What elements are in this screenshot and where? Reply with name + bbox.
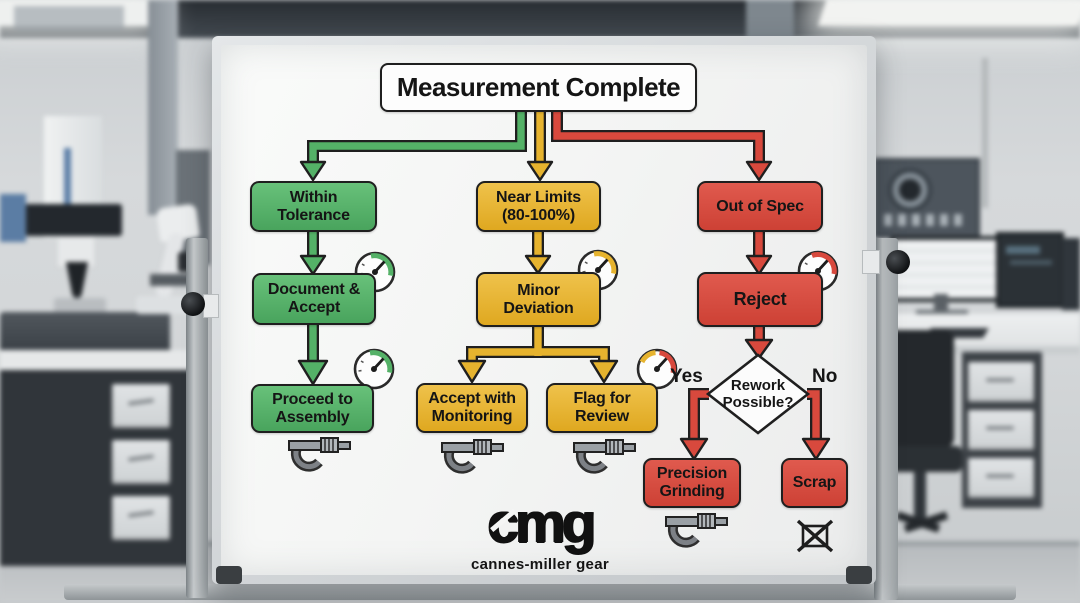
node-minor-deviation: Minor Deviation: [476, 272, 601, 327]
decision-label: Rework Possible?: [714, 377, 802, 411]
node-near-limits: Near Limits (80-100%): [476, 181, 601, 232]
whiteboard-stand-right: [874, 238, 898, 600]
granite-table: [0, 312, 170, 354]
no-text: No: [812, 366, 838, 387]
micrometer-icon: [289, 438, 350, 467]
office-chair-post: [914, 472, 926, 520]
logo-subtitle-text: cannes-miller gear: [471, 556, 609, 573]
node-scrap: Scrap: [781, 458, 848, 508]
ceiling-panel: [14, 6, 124, 30]
drawer-handle: [986, 426, 1014, 430]
decision-no-label: No: [812, 366, 837, 388]
connector-near-limits-to-minor-deviation: [524, 230, 552, 275]
lab-counter: [0, 350, 196, 372]
pivot-knob-right: [886, 250, 910, 274]
connector-within-tolerance-to-document-accept: [299, 230, 327, 276]
cmm-blue-block: [0, 194, 26, 242]
connector-title-to-near-limits: [526, 110, 554, 182]
drawer: [112, 384, 170, 428]
micrometer-icon: [666, 514, 727, 543]
node-label: Out of Spec: [716, 197, 804, 215]
node-label: Within Tolerance: [277, 188, 350, 224]
cmm-probe: [66, 262, 88, 296]
node-label: Reject: [733, 288, 787, 309]
ceiling-duct: [746, 0, 794, 40]
drawer: [968, 458, 1034, 498]
monitor-dark-content: [1010, 260, 1052, 265]
monitor-edge: [1062, 238, 1080, 310]
connector-document-accept-to-proceed-assembly: [297, 324, 329, 386]
connector-out-of-spec-to-reject: [745, 230, 773, 276]
crossed-out-box-icon: [796, 519, 834, 553]
connector-title-to-within-tolerance: [299, 110, 527, 182]
connector-reject-to-decision: [744, 325, 774, 360]
node-reject: Reject: [697, 272, 823, 327]
office-chair-seat: [888, 446, 962, 472]
drawer: [968, 410, 1034, 450]
node-document-accept: Document & Accept: [252, 273, 376, 325]
drawer: [112, 440, 170, 484]
wall-display-bars: [884, 214, 964, 226]
company-logo: cmg: [470, 495, 610, 552]
node-flag-review: Flag for Review: [546, 383, 658, 433]
dial-gauge-icon: [355, 350, 393, 388]
node-accept-monitoring: Accept with Monitoring: [416, 383, 528, 433]
node-label: Near Limits (80-100%): [496, 188, 581, 224]
cmm-z-axis: [58, 236, 94, 266]
drawer: [968, 362, 1034, 402]
node-out-of-spec: Out of Spec: [697, 181, 823, 232]
connector-decision-yes: [679, 388, 709, 461]
connector-title-to-out-of-spec: [551, 110, 773, 182]
flowchart-title: Measurement Complete: [380, 63, 697, 112]
drawer: [112, 496, 170, 540]
gauge-blocks: [54, 298, 106, 316]
decision-label-text: Rework Possible?: [722, 377, 794, 411]
micrometer-icon: [574, 440, 635, 469]
decision-yes-label: Yes: [670, 366, 703, 388]
node-within-tolerance: Within Tolerance: [250, 181, 377, 232]
node-proceed-assembly: Proceed to Assembly: [251, 384, 374, 433]
hinge-right: [862, 250, 880, 274]
stand-rail: [64, 584, 1016, 600]
micrometer-icon: [442, 440, 503, 469]
company-logo-text: cmg: [487, 491, 596, 555]
company-logo-subtitle: cannes-miller gear: [440, 556, 640, 573]
wall-display-dial: [888, 168, 932, 212]
connector-minor-deviation-split: [457, 325, 619, 384]
wall-pillar: [148, 0, 178, 215]
corner-cap-left: [216, 566, 242, 584]
decision-diamond: [705, 353, 811, 435]
drawer-handle: [986, 474, 1014, 478]
node-label: Accept with Monitoring: [428, 390, 516, 425]
node-label: Minor Deviation: [503, 281, 574, 317]
node-label: Proceed to Assembly: [272, 390, 353, 426]
wall-pipe: [982, 58, 988, 208]
whiteboard-stand-left: [186, 238, 208, 598]
node-label: Precision Grinding: [656, 465, 728, 500]
flowchart-title-label: Measurement Complete: [396, 72, 681, 103]
desk-edge: [876, 346, 1080, 354]
monitor-dark-content: [1006, 246, 1040, 254]
node-label: Flag for Review: [573, 390, 631, 425]
monitor-base: [916, 310, 968, 317]
monitor-stand: [934, 294, 948, 312]
node-label: Scrap: [792, 474, 837, 492]
connector-decision-no: [801, 388, 831, 461]
drawer-handle: [986, 378, 1014, 382]
cmm-scale-strip: [64, 148, 71, 234]
cmm-bridge: [24, 204, 122, 236]
node-label: Document & Accept: [267, 281, 361, 316]
yes-text: Yes: [670, 366, 703, 387]
pivot-knob-left: [181, 292, 205, 316]
corner-cap-right: [846, 566, 872, 584]
node-precision-grinding: Precision Grinding: [643, 458, 741, 508]
